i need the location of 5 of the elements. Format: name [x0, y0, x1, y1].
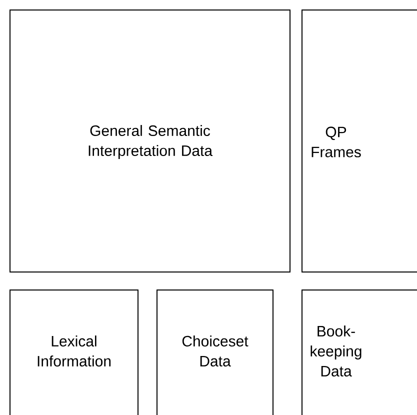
- block-box: Book-keeping Data: [302, 290, 417, 415]
- block-box: General Semantic Interpretation Data: [10, 10, 290, 272]
- block-box: Choiceset Data: [156, 290, 274, 415]
- block-box: QP Frames: [302, 10, 417, 272]
- block-box: Lexical Information: [10, 290, 138, 415]
